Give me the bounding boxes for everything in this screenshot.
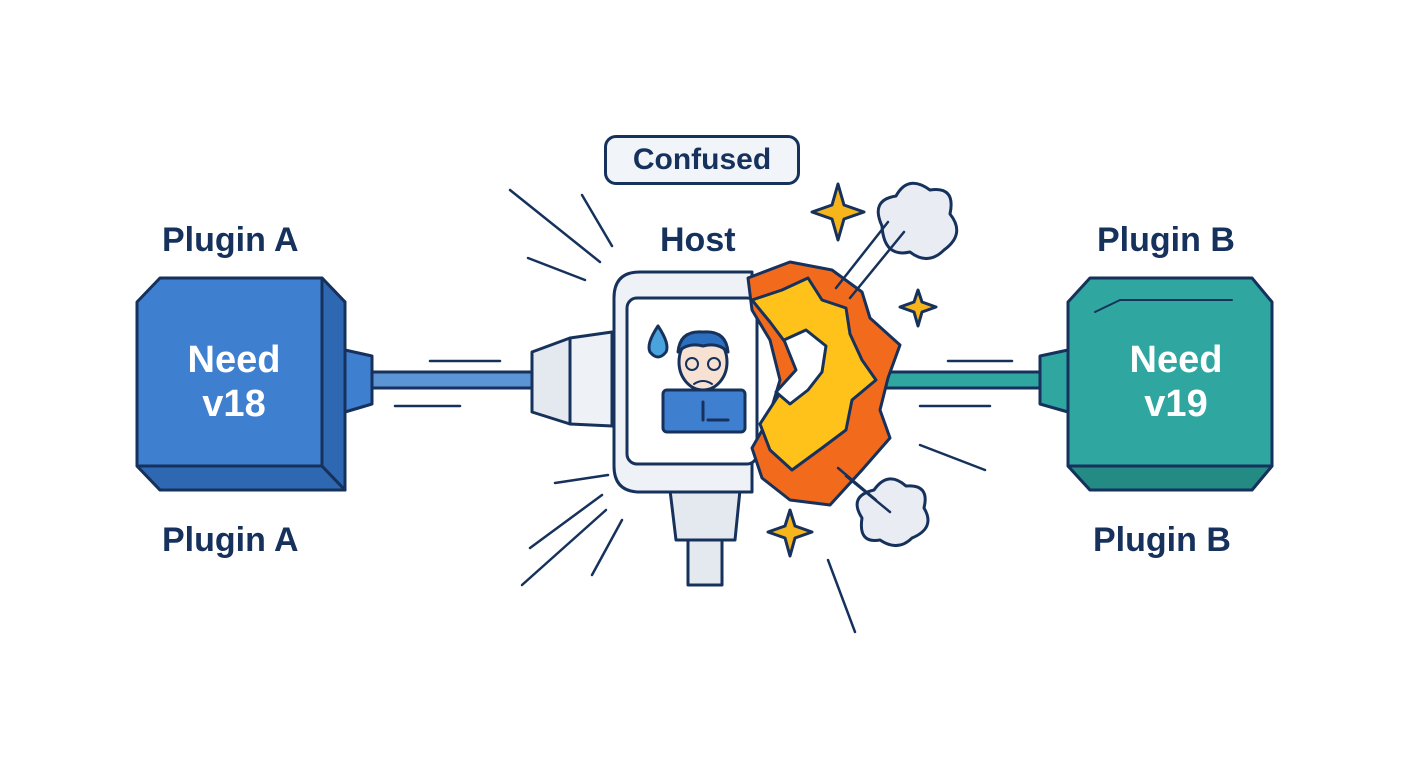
plugin-b-requirement: Need v19 [1094, 338, 1258, 426]
plugin-a-top-label: Plugin A [162, 221, 299, 259]
confused-status-bubble: Confused [604, 135, 800, 185]
plugin-a-bottom-label: Plugin A [162, 521, 299, 559]
host-label: Host [660, 221, 736, 259]
cable-bottom [686, 533, 724, 587]
plugin-b-version-text: v19 [1144, 383, 1208, 425]
plugin-b-bottom-label: Plugin B [1093, 521, 1231, 559]
plugin-a-need-text: Need [187, 339, 281, 381]
confused-face-icon [661, 330, 747, 434]
sparkle-icon [766, 182, 938, 558]
plugin-a-version-text: v18 [202, 383, 266, 425]
explosion-icon [746, 260, 902, 507]
plugin-a-requirement: Need v18 [152, 338, 316, 426]
plugin-b-need-text: Need [1129, 339, 1223, 381]
motion-lines-icon [393, 188, 1014, 634]
sweat-drop-icon [647, 324, 669, 359]
plugin-a-box [135, 276, 374, 492]
plugin-b-box [1038, 276, 1274, 492]
cable-left [370, 370, 534, 390]
cable-right [878, 370, 1042, 390]
motion-lines-icon [834, 220, 906, 514]
plugin-b-top-label: Plugin B [1097, 221, 1235, 259]
